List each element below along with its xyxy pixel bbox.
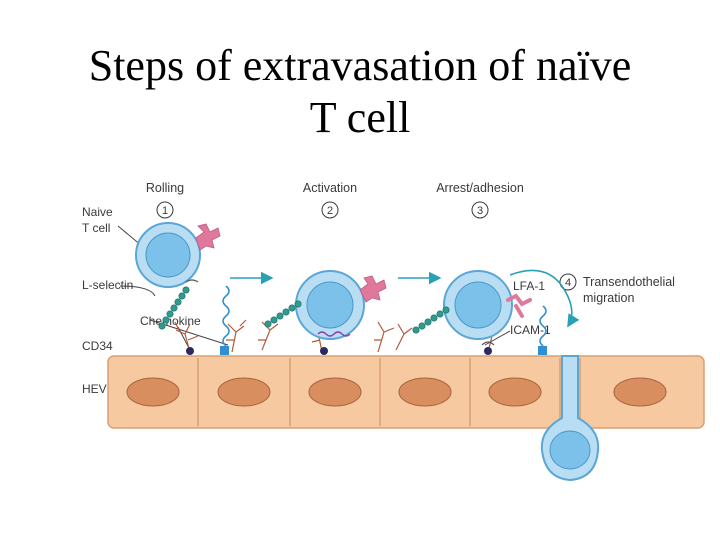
step-label-arrest-adhesion: Arrest/adhesion bbox=[436, 181, 524, 195]
title-line-1: Steps of extravasation of naïve bbox=[88, 41, 632, 90]
endothelial-nucleus bbox=[126, 377, 180, 407]
endothelial-nucleus bbox=[217, 377, 271, 407]
chemokine-coils bbox=[222, 285, 547, 347]
step-number-3: 3 bbox=[471, 201, 489, 219]
hev-endothelium bbox=[107, 355, 705, 429]
rolling-t-cell bbox=[135, 222, 221, 288]
migrating-t-cell bbox=[540, 355, 600, 482]
activating-t-cell bbox=[295, 270, 387, 340]
label-lfa1: LFA-1 bbox=[513, 279, 545, 293]
label-chemokine: Chemokine bbox=[140, 314, 201, 328]
flow-arrows bbox=[230, 269, 580, 328]
endothelial-nucleus bbox=[613, 377, 667, 407]
step-number-2: 2 bbox=[321, 201, 339, 219]
label-t-cell: T cell bbox=[82, 221, 110, 235]
svg-text:4: 4 bbox=[565, 277, 571, 289]
endothelial-nucleus bbox=[398, 377, 452, 407]
label-cd34: CD34 bbox=[82, 339, 113, 353]
step-label-migration: migration bbox=[583, 291, 634, 305]
step-label-activation: Activation bbox=[303, 181, 357, 195]
slide-title: Steps of extravasation of naïve T cell bbox=[0, 40, 720, 144]
title-line-2: T cell bbox=[309, 93, 411, 142]
label-l-selectin: L-selectin bbox=[82, 278, 133, 292]
label-hev: HEV bbox=[82, 382, 107, 396]
l-selectin-beads bbox=[158, 286, 450, 334]
arrested-t-cell bbox=[443, 270, 532, 346]
label-naive: Naive bbox=[82, 205, 113, 219]
svg-text:1: 1 bbox=[162, 205, 168, 217]
label-icam1: ICAM-1 bbox=[510, 323, 551, 337]
step-label-transendothelial: Transendothelial bbox=[583, 275, 675, 289]
endothelial-nucleus bbox=[308, 377, 362, 407]
endothelial-nucleus bbox=[488, 377, 542, 407]
step-number-1: 1 bbox=[156, 201, 174, 219]
step-number-4: 4 bbox=[559, 273, 577, 291]
svg-text:3: 3 bbox=[477, 205, 483, 217]
svg-text:2: 2 bbox=[327, 205, 333, 217]
step-label-rolling: Rolling bbox=[146, 181, 184, 195]
